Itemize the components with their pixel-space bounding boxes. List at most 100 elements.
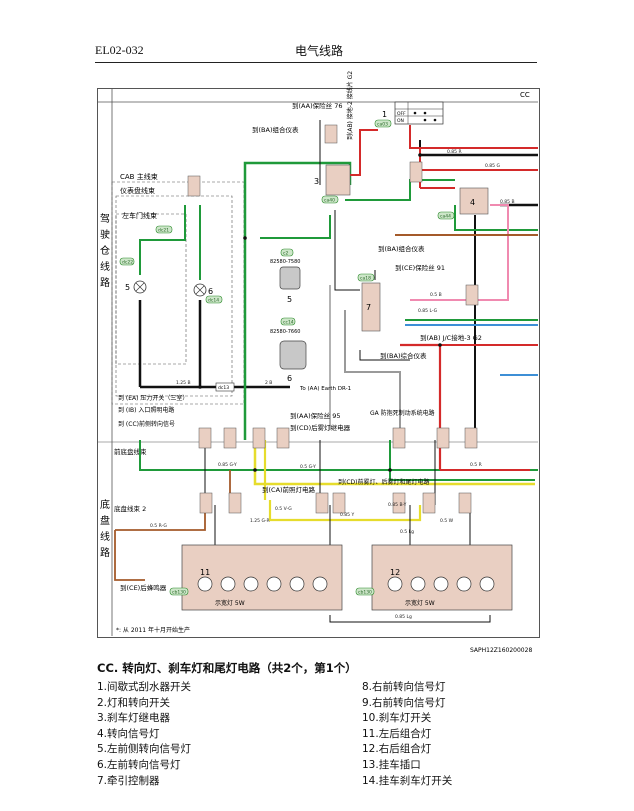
wire-red-top	[409, 125, 538, 149]
ref-ab: 到(AB) 接地-2 接线片 G2	[346, 71, 354, 140]
ref-ba3: 到(BA)综合仪表	[380, 351, 427, 360]
wire-code-1: 0.85 R	[447, 149, 462, 155]
wire-code-2: 0.85 G	[485, 163, 500, 169]
ref-aa95: 到(AA)保险丝 95	[290, 411, 340, 420]
wire-code-7: 0.5 G-Y	[300, 464, 316, 470]
ref-ca: 到(CA)前照灯电路	[262, 485, 316, 494]
label-component-4: 4	[470, 198, 475, 207]
connector-ca40: ca40	[324, 198, 335, 204]
cab-side-label: 驾 驶 仓 线 路	[100, 213, 110, 289]
wire-green-chassis	[139, 440, 538, 471]
svg-text:路: 路	[100, 546, 110, 559]
ref-ab2: 到(AB) J/C接地-3 G2	[420, 333, 482, 342]
legend-item: 2.灯和转向开关	[97, 696, 171, 709]
wire-thin-2	[334, 210, 360, 291]
ref-ba: 到(BA)组合仪表	[252, 125, 299, 134]
svg-text:ON: ON	[397, 118, 404, 124]
legend-item: 4.转向信号灯	[97, 727, 160, 740]
svg-text:驾: 驾	[100, 213, 110, 225]
label-component-11: 11	[200, 568, 210, 577]
wire-green-right	[454, 205, 538, 231]
legend-item: 11.左后组合灯	[362, 727, 432, 740]
connector-ca03: ca03	[377, 122, 388, 128]
label-component-5: 5	[125, 283, 130, 292]
wire-code-10: 0.85 Lg	[395, 614, 412, 620]
wire-code-17: 0.85 B-Y	[388, 502, 407, 508]
harness-cab-main: CAB 主线束	[120, 172, 158, 181]
label-component-1: 1	[382, 110, 387, 119]
page-header: EL02-032 电气线路	[95, 40, 537, 63]
connector-view-6	[279, 340, 307, 370]
lamp-12-label: 示宽灯 5W	[405, 599, 435, 607]
connector-dc14: dc14	[208, 298, 219, 304]
wire-thin-4	[359, 350, 410, 361]
connector-ca18: ca18	[360, 276, 371, 282]
caption-title: CC. 转向灯、刹车灯和尾灯电路（共2个，第1个）	[97, 661, 357, 675]
inline-connectors	[187, 124, 479, 514]
wire-code-3: 0.85 B	[500, 199, 515, 205]
component-3-relay	[325, 164, 351, 196]
label-component-6: 6	[208, 287, 213, 296]
ref-ib: 到 (IB) 入口照明电路	[118, 406, 174, 414]
connector-cc14: cc14	[283, 320, 294, 326]
svg-text:盘: 盘	[100, 514, 110, 527]
harness-instrument: 仪表盘线束	[120, 186, 155, 195]
wire-brown-buzzer	[114, 530, 145, 581]
wire-green-mid	[260, 215, 331, 239]
wire-code-11: 1.25 G-R	[250, 518, 270, 524]
part-5: 82580-7580	[270, 259, 300, 265]
connector-view-5	[279, 266, 301, 290]
wire-red-relay	[345, 129, 378, 176]
wire-thin-ground	[329, 615, 491, 623]
label-component-3: 3	[314, 177, 319, 186]
diagram-frame	[97, 88, 540, 638]
wire-code-6: 0.5 B	[430, 292, 442, 298]
svg-text:OFF: OFF	[397, 111, 406, 117]
connector-dc21: dc21	[158, 228, 169, 234]
wire-code-16: 0.85 Y	[340, 512, 354, 518]
wire-green-relay	[345, 179, 455, 201]
svg-text:仓: 仓	[100, 244, 110, 257]
wire-code-18: 0.5 V-G	[275, 506, 292, 512]
label-part-5: 5	[287, 295, 292, 304]
legend-item: 10.刹车灯开关	[362, 712, 432, 725]
connector-cb130-b: cb130	[358, 590, 372, 596]
wire-yellow	[253, 440, 535, 486]
legend-left: 1.间歇式刮水器开关 2.灯和转向开关 3.刹车灯继电器 4.转向信号灯 5.左…	[97, 680, 191, 789]
part-6: 82580-7660	[270, 329, 300, 335]
wire-green-low	[389, 440, 535, 481]
ref-ba2: 到(BA)组合仪表	[378, 244, 425, 253]
harness-left-door: 左车门线束	[122, 211, 157, 220]
connector-ca44: ca44	[440, 214, 451, 220]
ref-cc: 到 (CC)前侧转向信号	[118, 420, 175, 428]
wire-code-15: 0.5 W	[440, 518, 454, 524]
legend-item: 14.挂车刹车灯开关	[362, 774, 453, 787]
svg-text:线: 线	[100, 530, 110, 543]
svg-text:线: 线	[100, 260, 110, 273]
wire-pink	[410, 204, 509, 301]
connector-dc13: dc13	[218, 385, 229, 391]
chassis-side-label: 底 盘 线 路	[100, 498, 110, 559]
ref-aa-earth: To (AA) Earth DR-1	[299, 386, 351, 392]
ref-aa76: 到(AA)保险丝 76	[292, 101, 342, 110]
connector-dc22: dc22	[122, 260, 133, 266]
label-component-12: 12	[390, 568, 400, 577]
harness-chassis2: 底盘线束 2	[114, 504, 146, 513]
harness-front-chassis: 前底盘线束	[114, 447, 147, 456]
wire-code-13: 0.85 L-G	[418, 308, 438, 314]
ref-ga: GA 防抱死制动系统电路	[370, 409, 435, 417]
wire-gray	[344, 310, 401, 440]
svg-text:驶: 驶	[100, 228, 110, 241]
component-1-switch: OFF ON	[394, 101, 444, 125]
wire-red-445	[400, 343, 442, 470]
component-7-controller	[361, 282, 381, 332]
ref-cd2: 到(CD)前雾灯、后雾灯和尾灯电路	[338, 478, 430, 486]
legend-item: 8.右前转向信号灯	[362, 681, 446, 693]
wire-code-9: 0.85 G-Y	[218, 462, 237, 468]
left-door-boundary	[115, 213, 187, 365]
legend-item: 3.刹车灯继电器	[97, 712, 171, 725]
legend-item: 12.右后组合灯	[362, 743, 432, 756]
wire-green-5	[139, 205, 186, 275]
legend-item: 9.右前转向信号灯	[362, 696, 446, 709]
